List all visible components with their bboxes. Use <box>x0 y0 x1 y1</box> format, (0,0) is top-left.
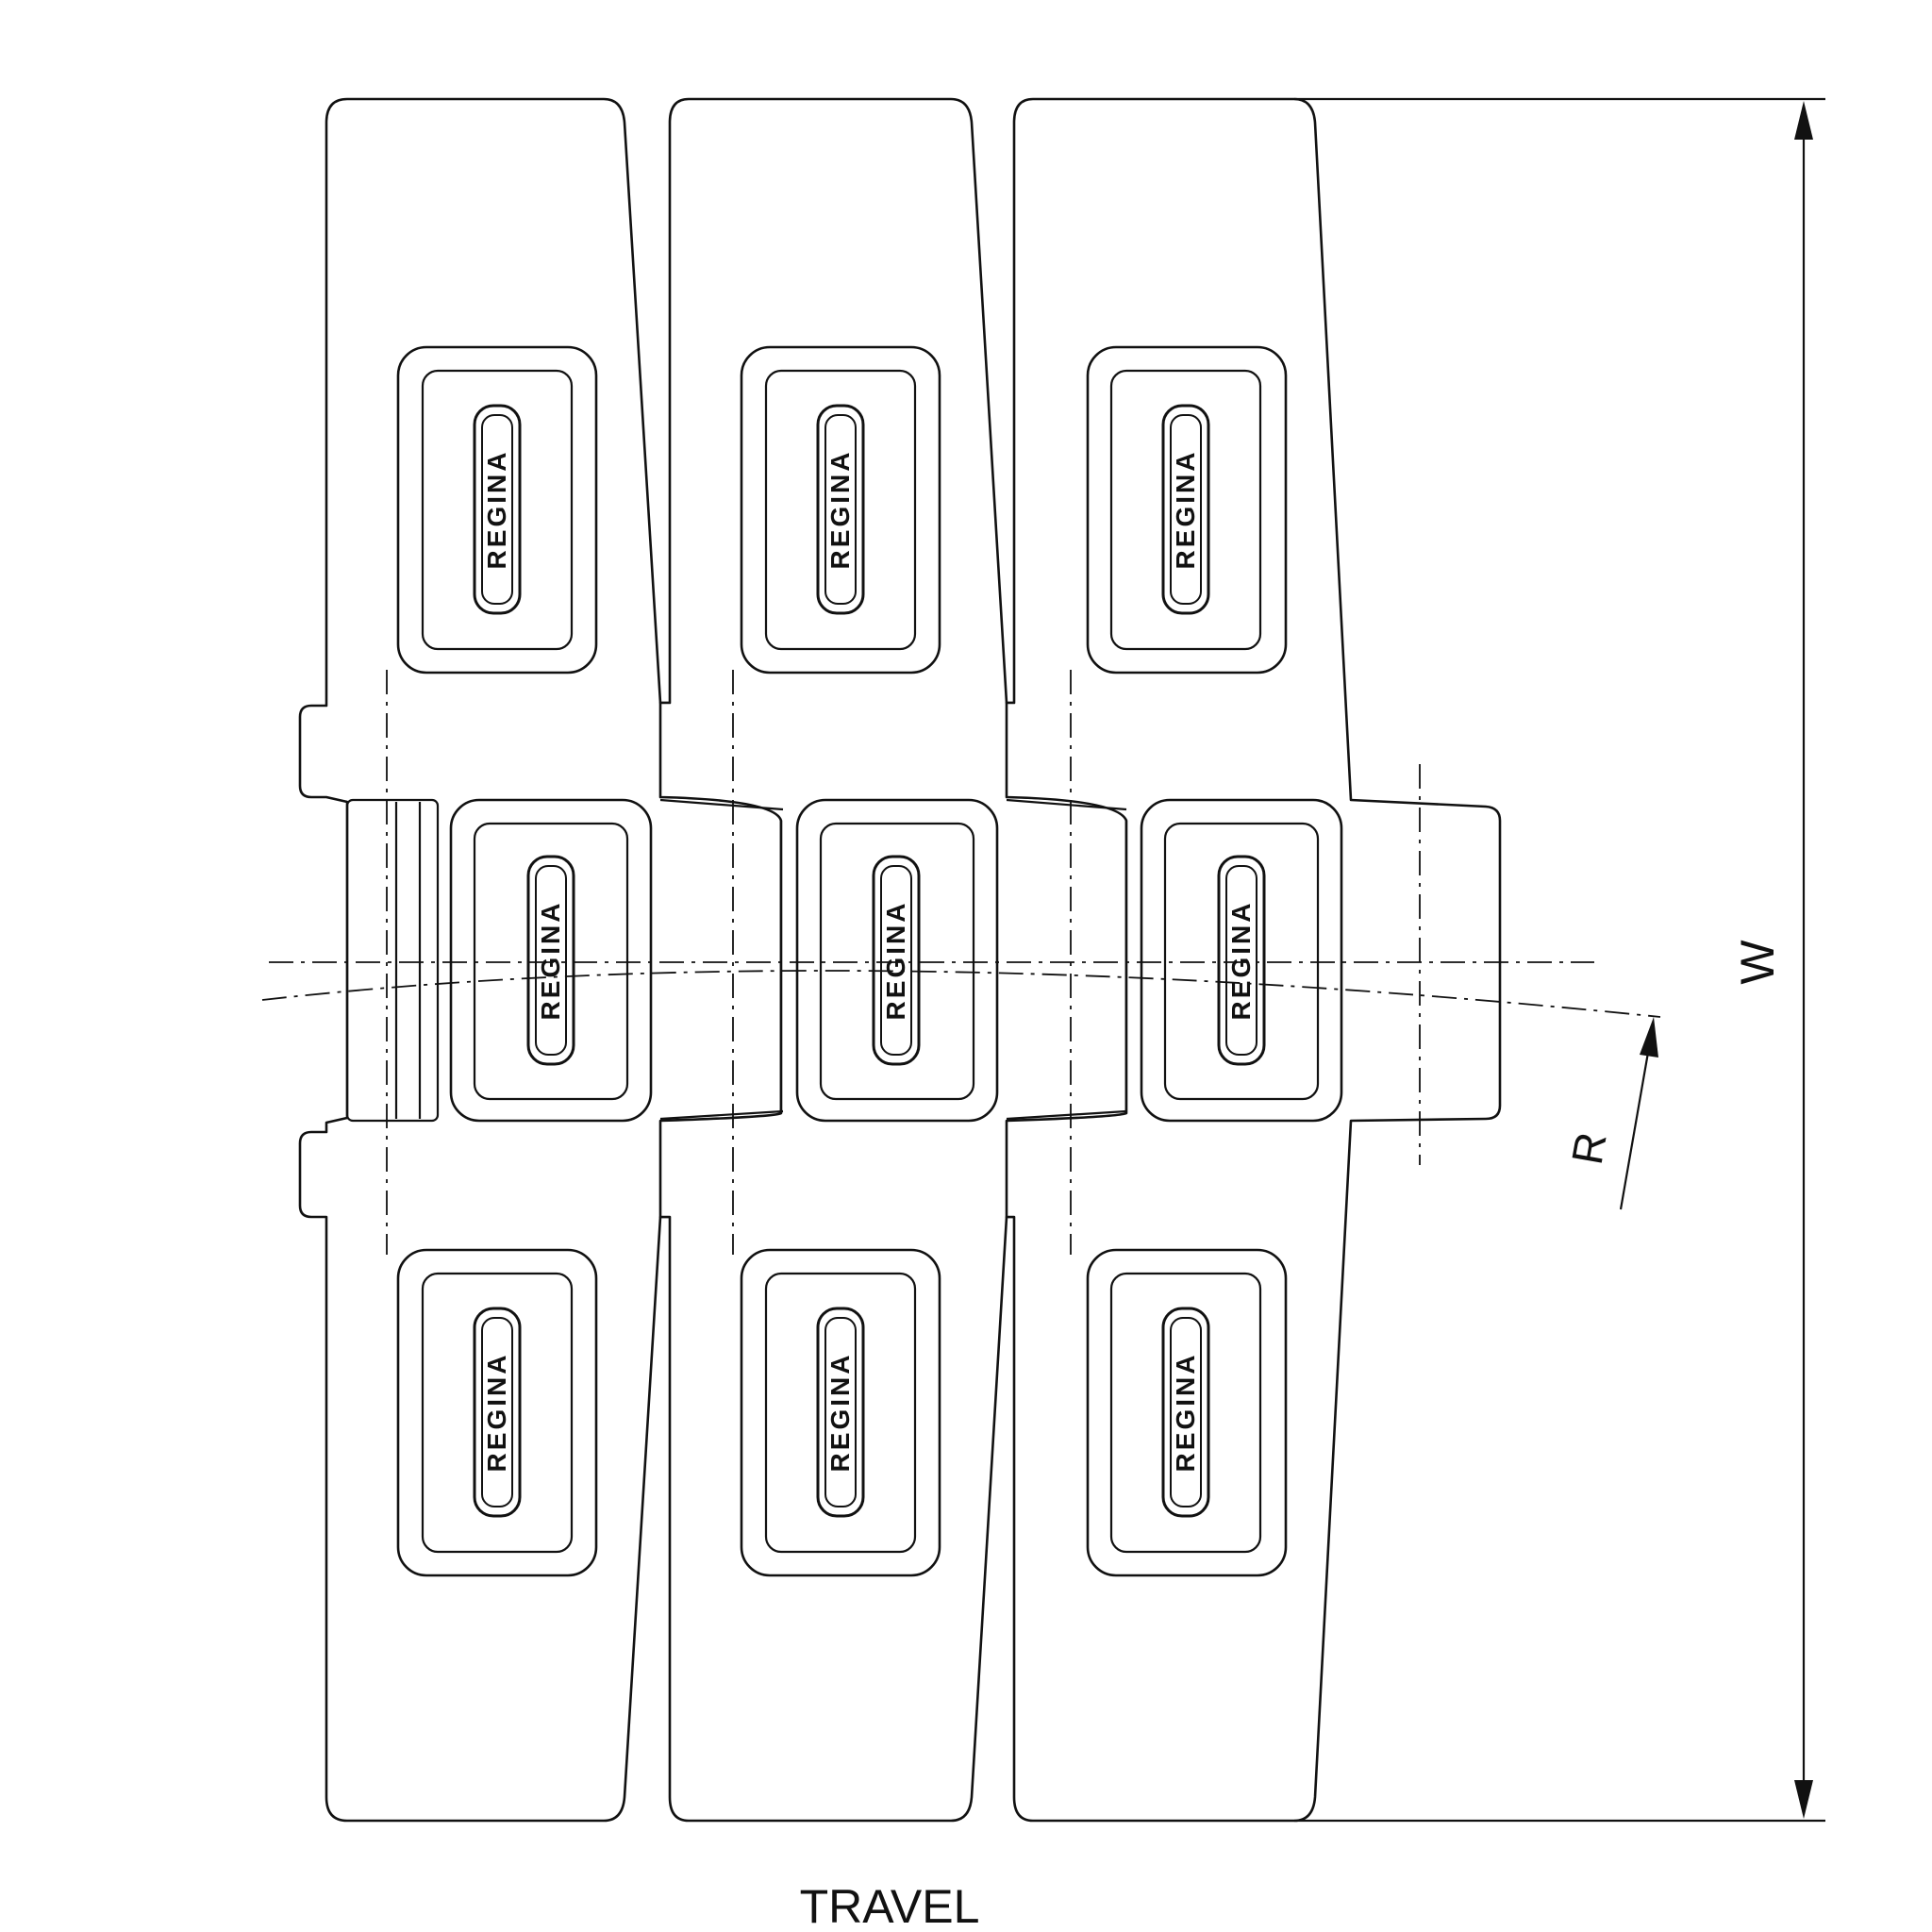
logo-badge: REGINA <box>526 855 575 1066</box>
logo-text: REGINA <box>1171 1353 1200 1473</box>
logo-badge: REGINA <box>1161 1307 1210 1518</box>
logo-text: REGINA <box>1226 901 1256 1021</box>
logo-badge: REGINA <box>473 1307 522 1518</box>
logo-badge: REGINA <box>1161 404 1210 615</box>
logo-badge: REGINA <box>816 1307 865 1518</box>
travel-label: TRAVEL <box>800 1880 980 1932</box>
logo-badge: REGINA <box>816 404 865 615</box>
center-lines <box>261 670 1661 1255</box>
logo-text: REGINA <box>881 901 910 1021</box>
logo-badges: REGINA REGINA REGINA REGINA REGINA REGIN… <box>473 404 1266 1518</box>
logo-text: REGINA <box>825 450 855 570</box>
logo-text: REGINA <box>536 901 565 1021</box>
logo-text: REGINA <box>1171 450 1200 570</box>
logo-badge: REGINA <box>1217 855 1266 1066</box>
logo-badge: REGINA <box>872 855 921 1066</box>
radius-label: R <box>1562 1128 1616 1168</box>
logo-text: REGINA <box>482 450 511 570</box>
width-label: W <box>1731 940 1784 985</box>
width-dimension: W <box>1294 97 1825 1823</box>
logo-text: REGINA <box>825 1353 855 1473</box>
logo-badge: REGINA <box>473 404 522 615</box>
logo-text: REGINA <box>482 1353 511 1473</box>
radius-dimension: R <box>1562 1017 1658 1210</box>
